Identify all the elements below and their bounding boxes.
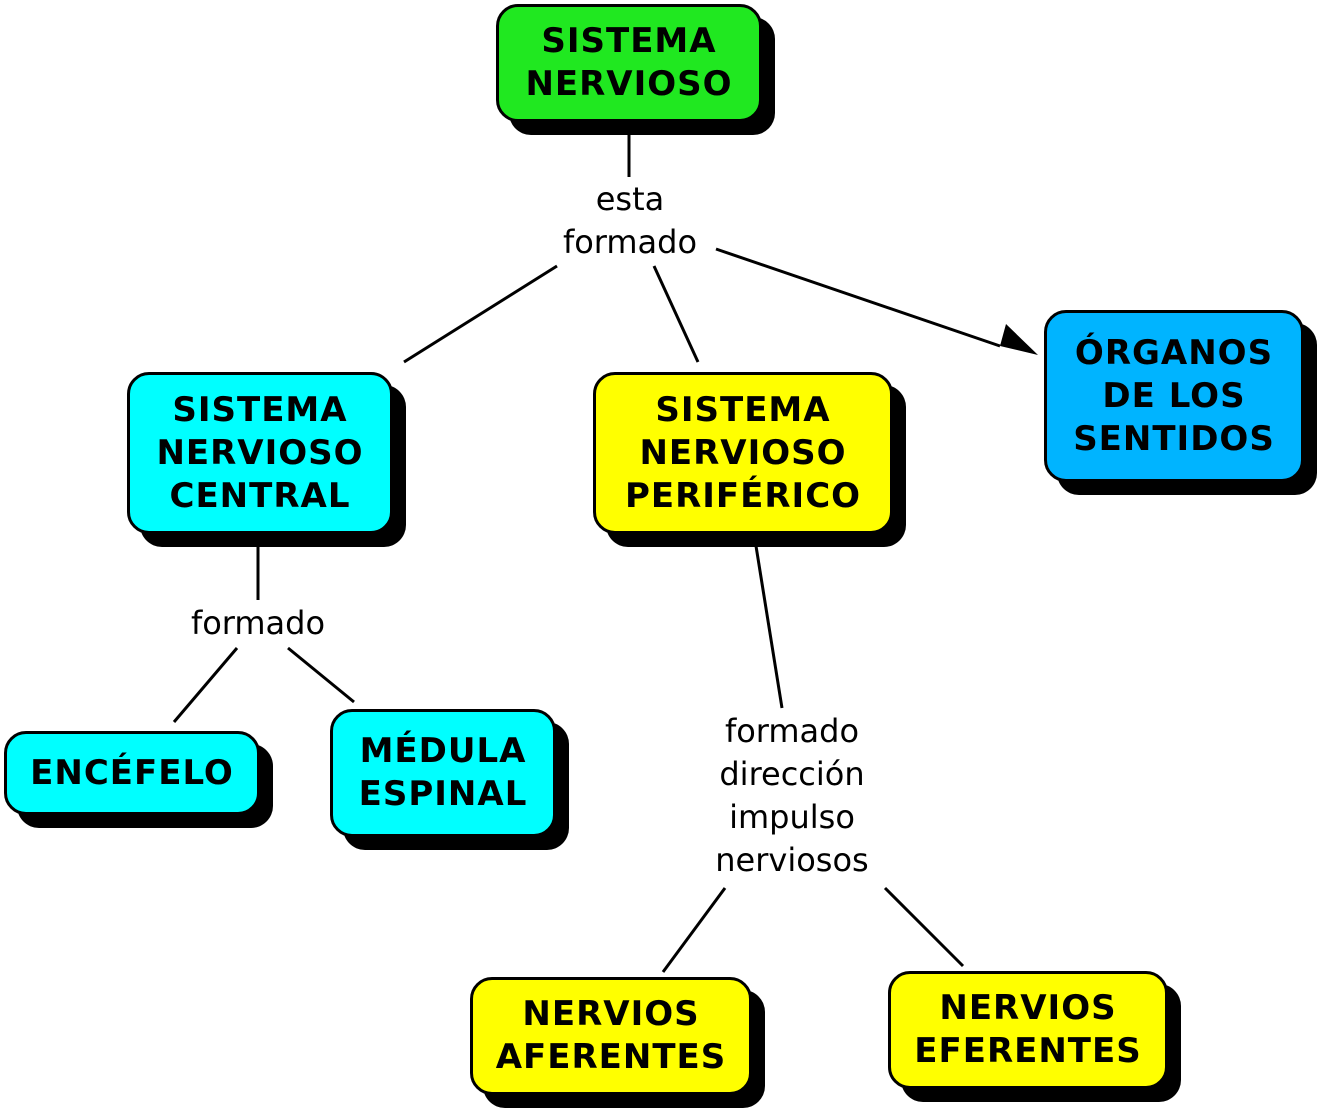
- line-label-to-eferentes: [883, 886, 965, 968]
- node-nervios-eferentes: NERVIOS EFERENTES: [888, 971, 1168, 1089]
- line-snp-to-label: [754, 545, 784, 709]
- node-sistema-nervioso: SISTEMA NERVIOSO: [496, 4, 762, 122]
- node-sistema-nervioso-central: SISTEMA NERVIOSO CENTRAL: [127, 372, 393, 534]
- label-formado: formado: [190, 604, 326, 642]
- node-encefalo: ENCÉFELO: [4, 731, 260, 815]
- label-esta-formado: esta formado: [562, 180, 698, 261]
- line-label-to-snc: [403, 264, 558, 364]
- line-label-to-encefalo: [172, 647, 239, 723]
- arrow-label-to-organos: [715, 247, 1001, 348]
- node-nervios-aferentes: NERVIOS AFERENTES: [470, 977, 752, 1095]
- node-medula-espinal: MÉDULA ESPINAL: [330, 709, 556, 837]
- line-label-to-medula: [287, 646, 355, 704]
- node-organos-de-los-sentidos: ÓRGANOS DE LOS SENTIDOS: [1044, 310, 1304, 482]
- arrowhead-icon: [1000, 324, 1038, 355]
- label-formado-direccion-impulso: formado dirección impulso nerviosos: [715, 712, 869, 879]
- line-label-to-aferentes: [661, 887, 727, 973]
- line-label-to-snp: [652, 265, 700, 363]
- node-sistema-nervioso-periferico: SISTEMA NERVIOSO PERIFÉRICO: [593, 372, 893, 534]
